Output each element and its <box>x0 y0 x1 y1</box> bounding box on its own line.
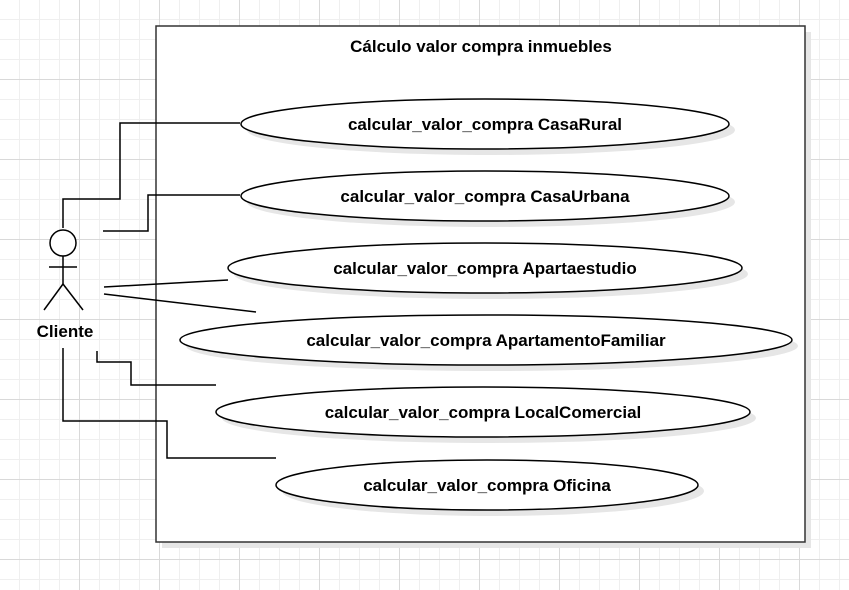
connector-apartaestudio[interactable] <box>103 279 229 288</box>
use-case-ellipse[interactable] <box>179 314 793 366</box>
use-case-localcomercial[interactable]: calcular_valor_compra LocalComercial <box>215 386 756 443</box>
connector-casarural[interactable] <box>62 122 240 228</box>
system-title: Cálculo valor compra inmuebles <box>350 37 612 56</box>
actor-label: Cliente <box>37 322 94 341</box>
use-case-ellipse[interactable] <box>227 242 743 294</box>
use-case-ellipse[interactable] <box>240 170 730 222</box>
use-case-casarural[interactable]: calcular_valor_compra CasaRural <box>240 98 735 155</box>
actor-right-leg <box>62 283 84 311</box>
actor-head <box>49 229 77 257</box>
connectors <box>62 122 276 459</box>
use-case-ellipse[interactable] <box>240 98 730 150</box>
use-case-ellipse[interactable] <box>275 459 699 511</box>
connector-casaurbana[interactable] <box>103 194 240 232</box>
use-case-label: calcular_valor_compra Apartaestudio <box>333 259 637 278</box>
use-case-apartaestudio[interactable]: calcular_valor_compra Apartaestudio <box>227 242 748 299</box>
use-case-label: calcular_valor_compra ApartamentoFamilia… <box>306 331 666 350</box>
use-case-oficina[interactable]: calcular_valor_compra Oficina <box>275 459 704 516</box>
use-case-label: calcular_valor_compra CasaUrbana <box>340 187 630 206</box>
connector-apartamentofamiliar[interactable] <box>103 293 257 313</box>
use-case-casaurbana[interactable]: calcular_valor_compra CasaUrbana <box>240 170 735 227</box>
use-case-label: calcular_valor_compra Oficina <box>363 476 611 495</box>
use-case-label: calcular_valor_compra LocalComercial <box>325 403 642 422</box>
connector-localcomercial[interactable] <box>96 351 216 386</box>
actor-left-leg <box>43 283 64 311</box>
stick-figure-icon <box>43 229 84 311</box>
use-case-ellipse[interactable] <box>215 386 751 438</box>
use-case-label: calcular_valor_compra CasaRural <box>348 115 622 134</box>
actor-cliente[interactable]: Cliente <box>37 229 94 341</box>
use-case-apartamentofamiliar[interactable]: calcular_valor_compra ApartamentoFamilia… <box>179 314 798 371</box>
use-case-group: calcular_valor_compra CasaRural calcular… <box>179 98 798 516</box>
connector-oficina[interactable] <box>62 348 276 459</box>
